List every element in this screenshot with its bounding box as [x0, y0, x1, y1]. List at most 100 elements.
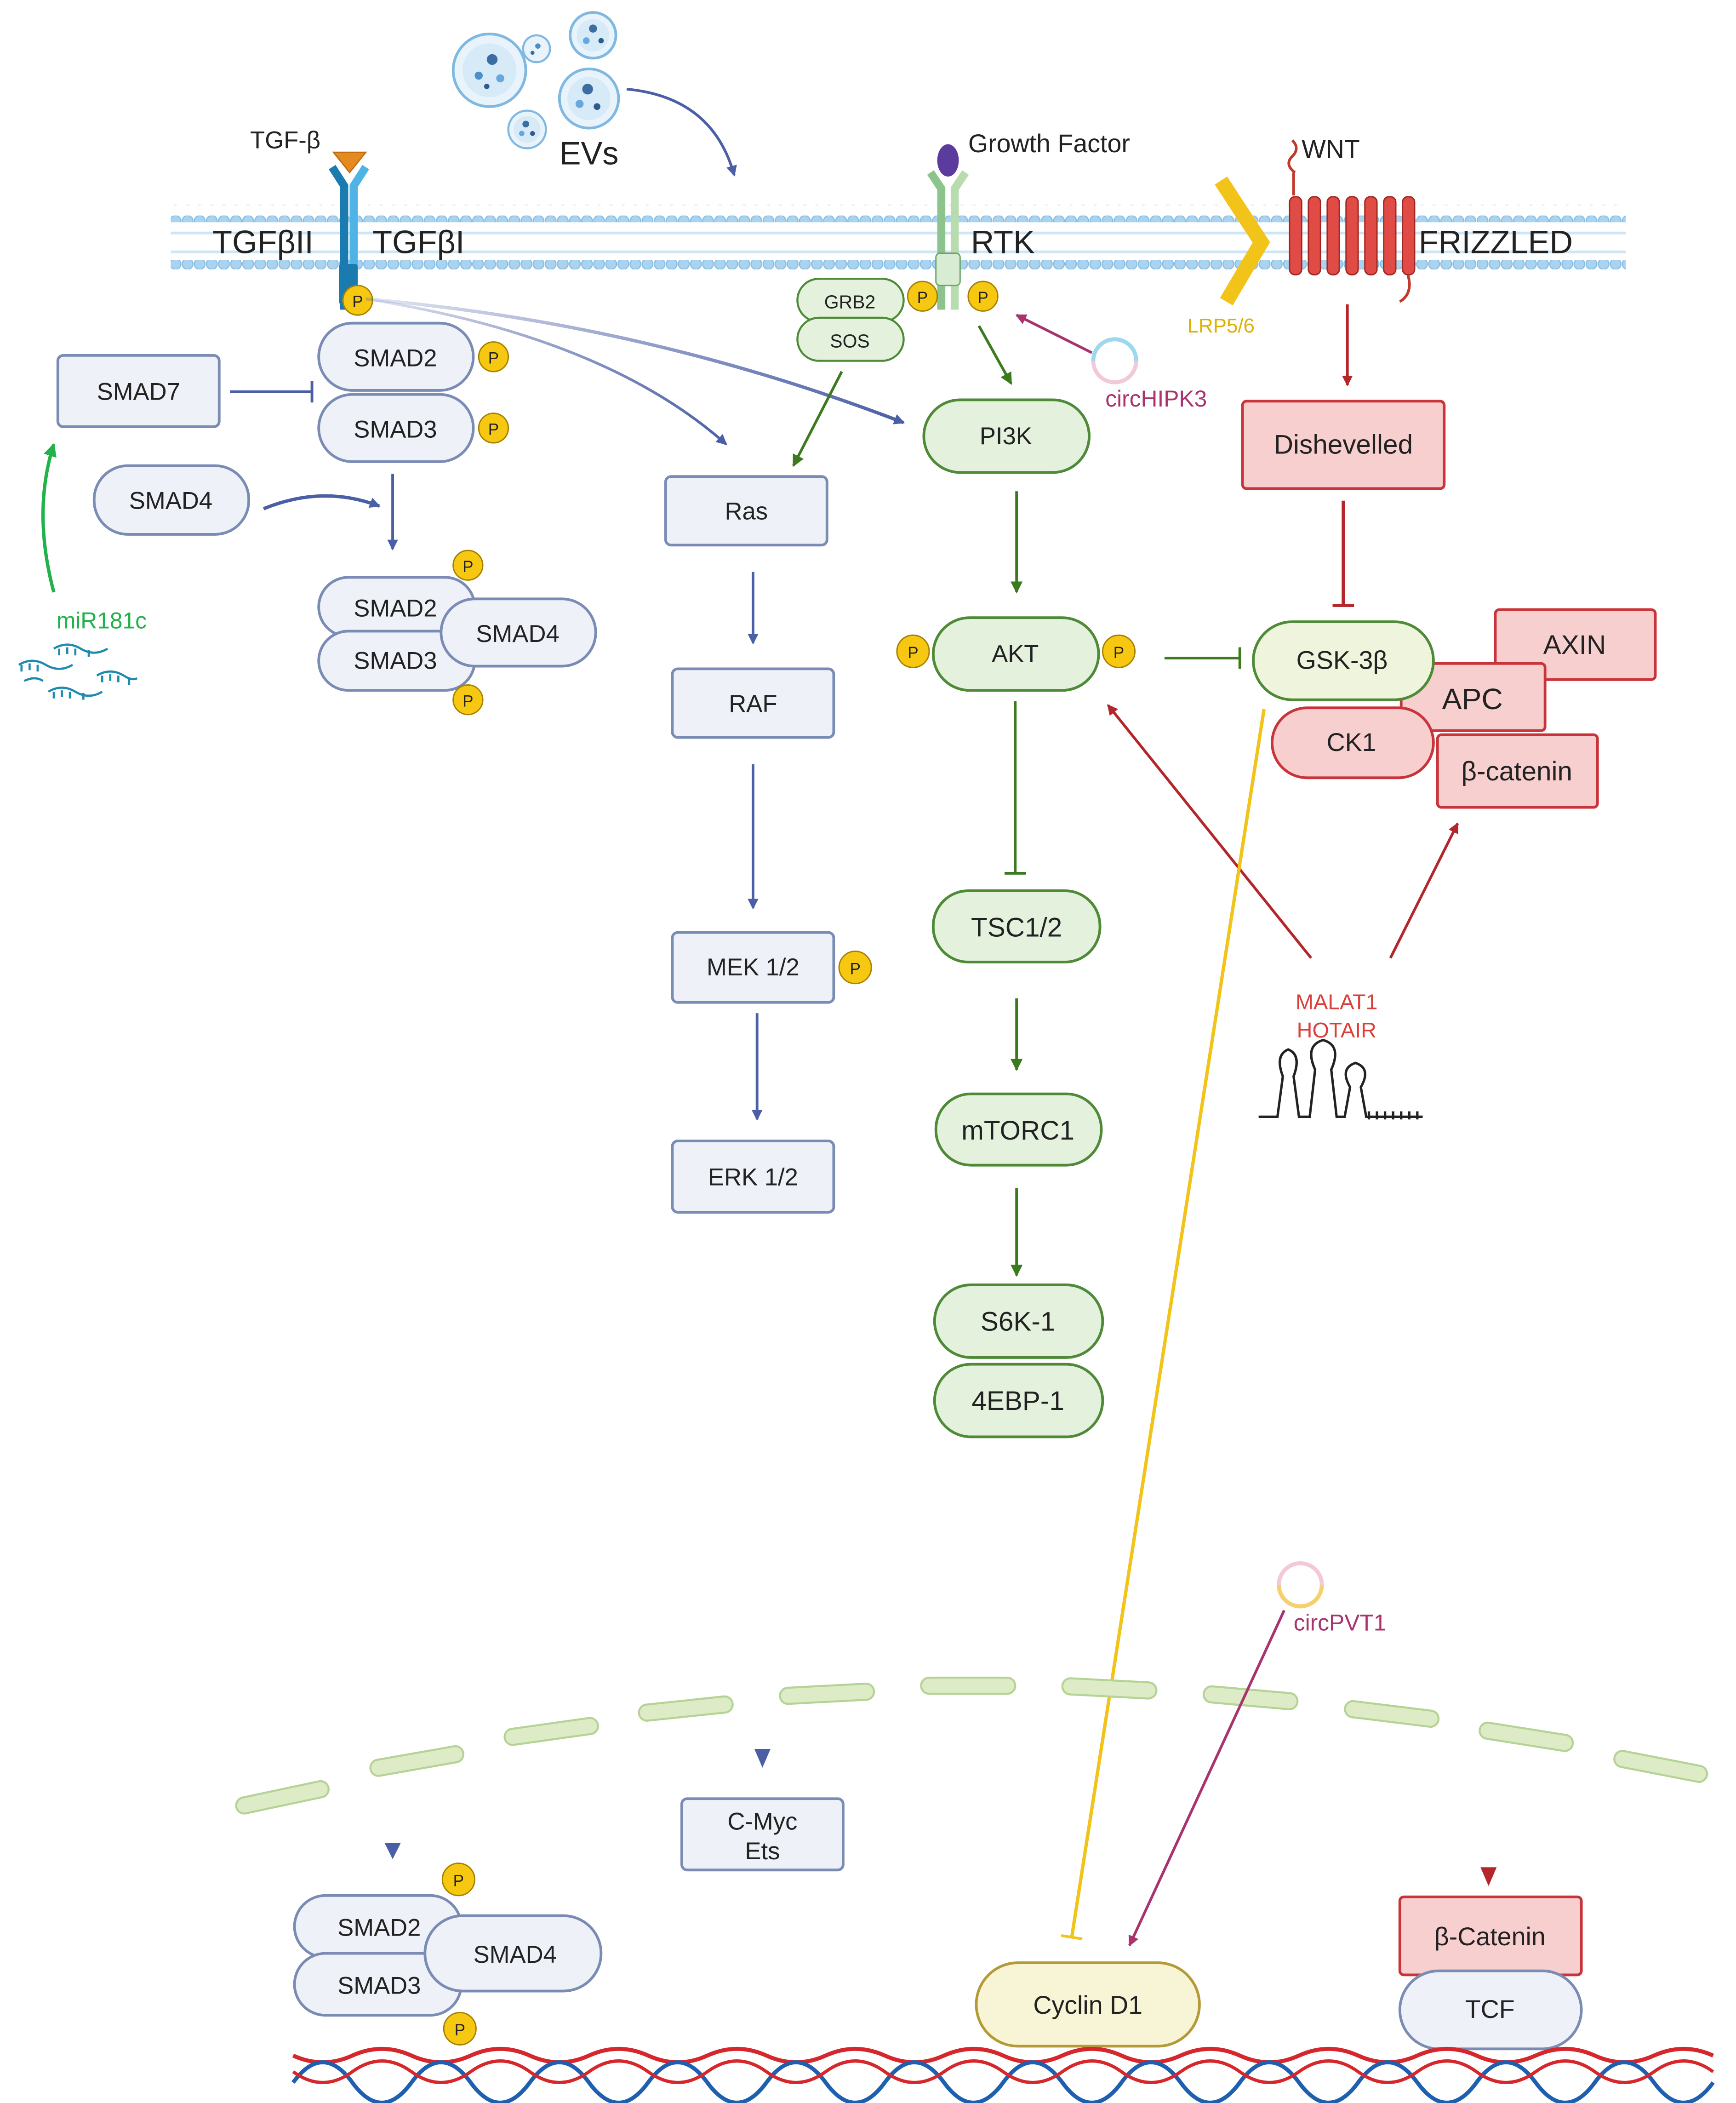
circpvt1-ring-icon [1277, 1585, 1324, 1609]
svg-text:P: P [850, 960, 861, 978]
ets-label: Ets [745, 1838, 780, 1865]
svg-text:P: P [488, 420, 499, 438]
svg-text:P: P [455, 2021, 465, 2039]
apc-label: APC [1442, 682, 1503, 716]
phospho-badge: P [967, 281, 999, 312]
gsk-label: GSK-3β [1296, 646, 1388, 674]
svg-text:P: P [463, 692, 473, 710]
smad-complex-nucleus [293, 1894, 603, 2017]
phospho-badge: P [896, 634, 930, 668]
sos-label: SOS [830, 330, 869, 351]
circhipk3-ring-icon [1091, 337, 1138, 361]
evs-arrow [626, 87, 737, 177]
svg-text:P: P [917, 289, 928, 307]
smad7-node [56, 354, 221, 428]
bcatenin-node [1436, 733, 1599, 809]
growth-factor-label: Growth Factor [968, 129, 1130, 158]
cyclin-d1-node [975, 1961, 1201, 2048]
rtk-to-pi3k-arrow [977, 325, 1013, 385]
nuclear-smad3-label: SMAD3 [337, 1972, 421, 1999]
frizzled-receptor-icon [1289, 172, 1416, 303]
mek-label: MEK 1/2 [707, 954, 799, 981]
mtorc1-label: mTORC1 [961, 1116, 1074, 1146]
bcatenin-nuclear-arrowhead [1480, 1867, 1497, 1886]
pi3k-label: PI3K [980, 423, 1032, 450]
akt-node [931, 616, 1100, 692]
rtk-receptor-icon [927, 170, 969, 310]
tgfb-to-pi3k-arrow [365, 297, 905, 424]
circpvt1-label: circPVT1 [1294, 1610, 1387, 1636]
mtorc1-node [934, 1092, 1103, 1167]
smad-complex-cytoplasm [317, 576, 597, 692]
ras-label: Ras [725, 498, 768, 525]
grb2-label: GRB2 [824, 292, 875, 313]
s6k-label: S6K-1 [981, 1306, 1056, 1336]
growth-factor-icon [937, 144, 959, 177]
tsc-label: TSC1/2 [971, 912, 1062, 942]
tcf-label: TCF [1465, 1995, 1515, 2023]
ebp-label: 4EBP-1 [971, 1386, 1064, 1416]
phospho-badge: P [478, 341, 509, 372]
smad4-label: SMAD4 [129, 487, 212, 514]
tsc-node [931, 889, 1102, 963]
tgfb1-label: TGFβI [372, 224, 464, 260]
svg-text:P: P [352, 293, 363, 311]
lncrna-hairpin-icon [1258, 1038, 1423, 1120]
svg-text:P: P [488, 349, 499, 367]
tgfb-ligand-label: TGF-β [250, 126, 320, 154]
smad4-arrow [263, 494, 381, 510]
smad4-node [92, 464, 251, 536]
erk-node [671, 1140, 835, 1214]
axin-label: AXIN [1543, 630, 1606, 660]
phospho-badge: P [441, 1862, 475, 1897]
frizzled-label: FRIZZLED [1419, 224, 1573, 260]
phospho-badge: P [452, 550, 484, 581]
wnt-label: WNT [1302, 135, 1360, 163]
evs-label: EVs [560, 135, 619, 172]
dishevelled-label: Dishevelled [1274, 430, 1413, 459]
rtk-label: RTK [971, 224, 1035, 260]
bcatenin-label: β-catenin [1461, 756, 1572, 786]
smad-nuclear-arrowhead [384, 1843, 401, 1859]
phospho-badge: P [443, 2011, 477, 2046]
svg-text:P: P [463, 558, 473, 576]
phospho-badge: P [342, 285, 373, 316]
tgfb-ligand-icon [332, 151, 367, 174]
nuclear-smad2-label: SMAD2 [337, 1914, 421, 1942]
lncrna-to-bcatenin-arrow [1389, 822, 1459, 959]
circhipk3-label: circHIPK3 [1105, 386, 1207, 412]
tcf-node [1398, 1969, 1583, 2051]
nuclear-envelope [235, 1676, 1708, 1815]
dishevelled-node [1241, 400, 1446, 490]
smad3-node [317, 393, 475, 463]
mir181c-label: miR181c [57, 608, 147, 634]
tgfb-to-ras-arrow [365, 298, 727, 446]
svg-text:P: P [453, 1872, 464, 1890]
svg-text:P: P [1114, 644, 1124, 662]
cyclin-d1-label: Cyclin D1 [1033, 1991, 1142, 2019]
ck1-node [1270, 706, 1435, 779]
gsk-node [1252, 620, 1435, 701]
raf-node [671, 667, 835, 739]
gsk-inhibit-cyclin-line [1061, 709, 1266, 1941]
circpvt1-to-cyclin-arrow [1128, 1610, 1285, 1947]
phospho-badge: P [478, 413, 509, 444]
sos-to-ras-arrow [792, 371, 843, 467]
extracellular-vesicles [451, 11, 620, 149]
erk-nuclear-arrowhead [754, 1749, 771, 1768]
phospho-badge: P [1102, 634, 1136, 668]
raf-label: RAF [729, 690, 777, 717]
erk-label: ERK 1/2 [708, 1164, 798, 1191]
akt-label: AKT [992, 641, 1039, 668]
cmyc-label: C-Myc [727, 1808, 797, 1835]
tgfb2-label: TGFβII [212, 224, 314, 260]
mirna-icon [18, 643, 138, 700]
nuclear-bcatenin-label: β-Catenin [1434, 1922, 1546, 1951]
wnt-ligand-icon [1287, 139, 1298, 174]
hotair-label: HOTAIR [1297, 1018, 1376, 1042]
ebp-node [933, 1363, 1104, 1438]
smad7-label: SMAD7 [97, 378, 180, 405]
circhipk3-arrow [1015, 314, 1093, 354]
mir181c-arrow [41, 443, 57, 593]
